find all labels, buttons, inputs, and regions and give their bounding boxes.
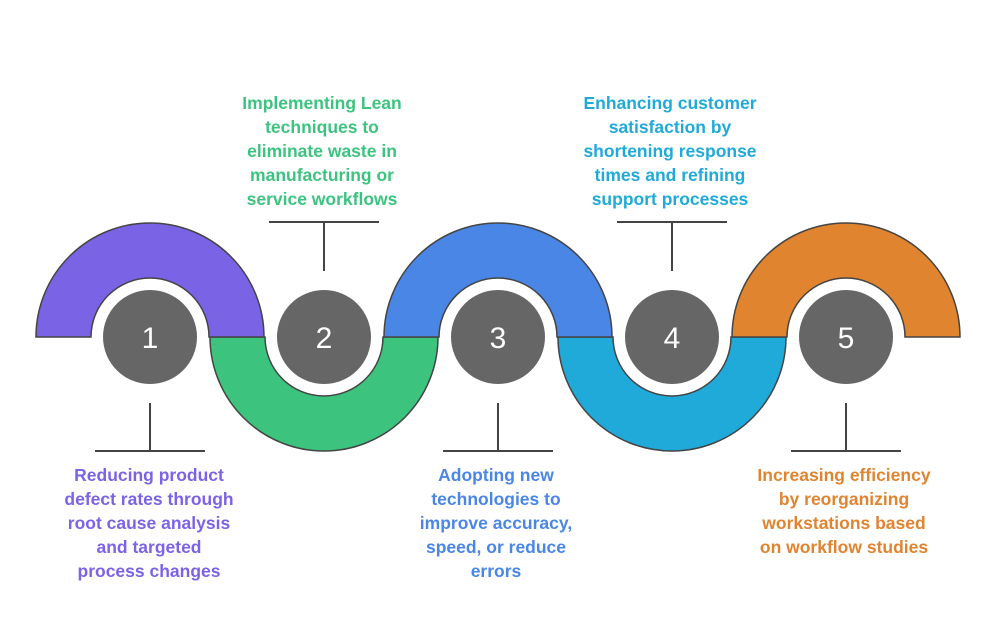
step-4-number: 4 xyxy=(664,322,681,355)
step-4-connector xyxy=(617,221,727,271)
step-1-label: Reducing product defect rates through ro… xyxy=(64,465,234,581)
step-2-connector xyxy=(269,221,379,271)
step-2-arc xyxy=(209,336,439,452)
step-3-arc xyxy=(383,222,613,338)
step-3-circle xyxy=(451,290,545,384)
step-2-circle xyxy=(277,290,371,384)
step-4-arc xyxy=(557,336,787,452)
step-1-arc xyxy=(35,222,265,338)
step-2-label: Implementing Lean techniques to eliminat… xyxy=(242,93,402,209)
step-5-circle xyxy=(799,290,893,384)
step-5-label: Increasing efficiency by reorganizing wo… xyxy=(757,465,931,557)
step-4-circle xyxy=(625,290,719,384)
step-5-connector xyxy=(791,403,901,452)
step-3-number: 3 xyxy=(490,322,507,355)
step-1-circle xyxy=(103,290,197,384)
step-2-number: 2 xyxy=(316,322,333,355)
step-1-number: 1 xyxy=(142,322,159,355)
step-5-arc xyxy=(731,222,961,338)
step-3-connector xyxy=(443,403,553,452)
step-5-number: 5 xyxy=(838,322,855,355)
step-1-connector xyxy=(95,403,205,452)
step-4-label: Enhancing customer satisfaction by short… xyxy=(583,93,757,209)
step-3-label: Adopting new technologies to improve acc… xyxy=(419,465,573,581)
